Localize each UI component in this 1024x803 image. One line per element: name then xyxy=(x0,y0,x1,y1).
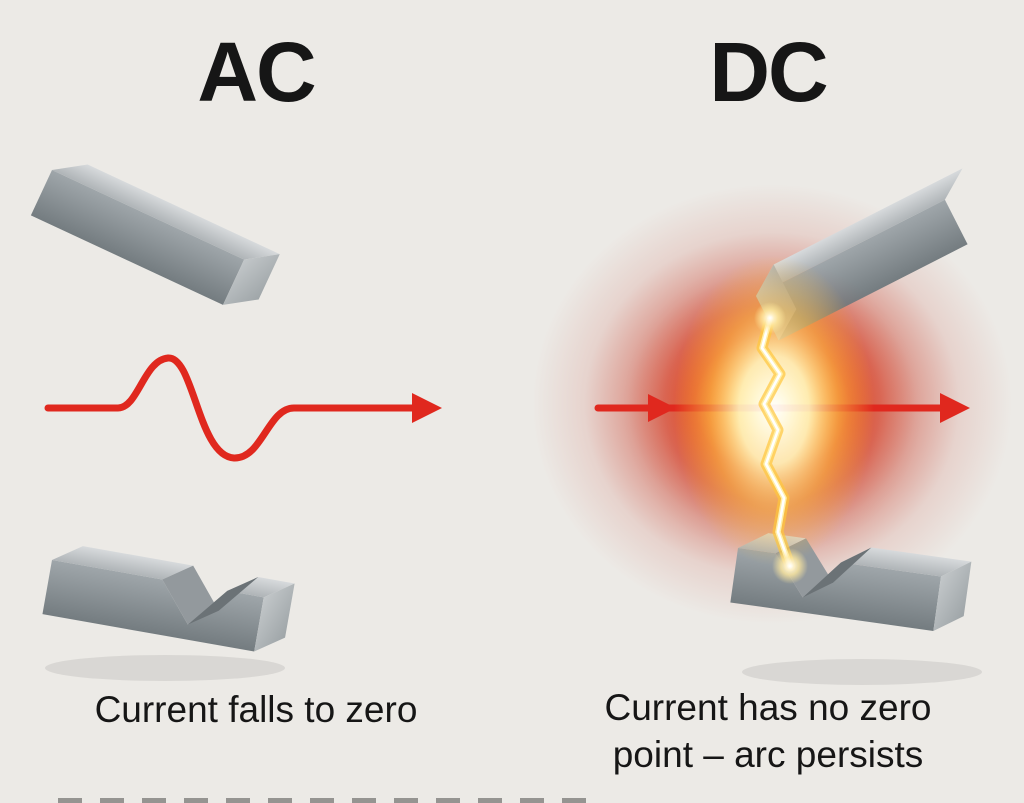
electrode-top-face xyxy=(227,577,295,598)
arc-bolt-core xyxy=(760,316,792,568)
electrode-top-face xyxy=(840,547,972,577)
dc-caption-line1: Current has no zero xyxy=(604,687,932,728)
arc-bolt xyxy=(754,302,808,584)
notch-inner-face xyxy=(187,577,259,625)
arrowhead-mid-icon xyxy=(648,394,676,422)
dc-caption-line2: point – arc persists xyxy=(612,734,924,776)
left-top-electrode xyxy=(30,164,280,305)
electrode-end-face xyxy=(933,561,972,631)
arc-core-glow xyxy=(674,255,874,565)
right-electrode-shadow xyxy=(742,659,982,685)
arc-contact-spark-top xyxy=(754,302,786,334)
ac-caption: Current falls to zero xyxy=(94,689,418,730)
sine-wave-path xyxy=(44,354,418,462)
arrowhead-right-icon xyxy=(412,393,442,423)
electrode-front-face xyxy=(42,560,264,652)
ac-title: AC xyxy=(197,25,316,119)
left-bottom-electrode xyxy=(42,546,295,652)
electrode-end-face xyxy=(223,254,280,305)
cropped-bottom-marks xyxy=(58,798,598,803)
arrowhead-right-icon xyxy=(940,393,970,423)
left-electrode-shadow xyxy=(45,655,285,681)
electrode-top-face xyxy=(52,164,280,260)
notch-inner-face xyxy=(162,565,219,625)
dc-title: DC xyxy=(709,25,828,119)
ac-sine-pulse xyxy=(44,354,442,462)
arc-contact-spark-bottom xyxy=(772,548,808,584)
notch-inner-face xyxy=(802,547,872,598)
electrode-front-face xyxy=(30,170,245,305)
dc-caption: Current has no zero point – arc persists xyxy=(512,684,1024,779)
electrode-top-face xyxy=(52,546,194,580)
electrode-end-face xyxy=(254,583,295,652)
